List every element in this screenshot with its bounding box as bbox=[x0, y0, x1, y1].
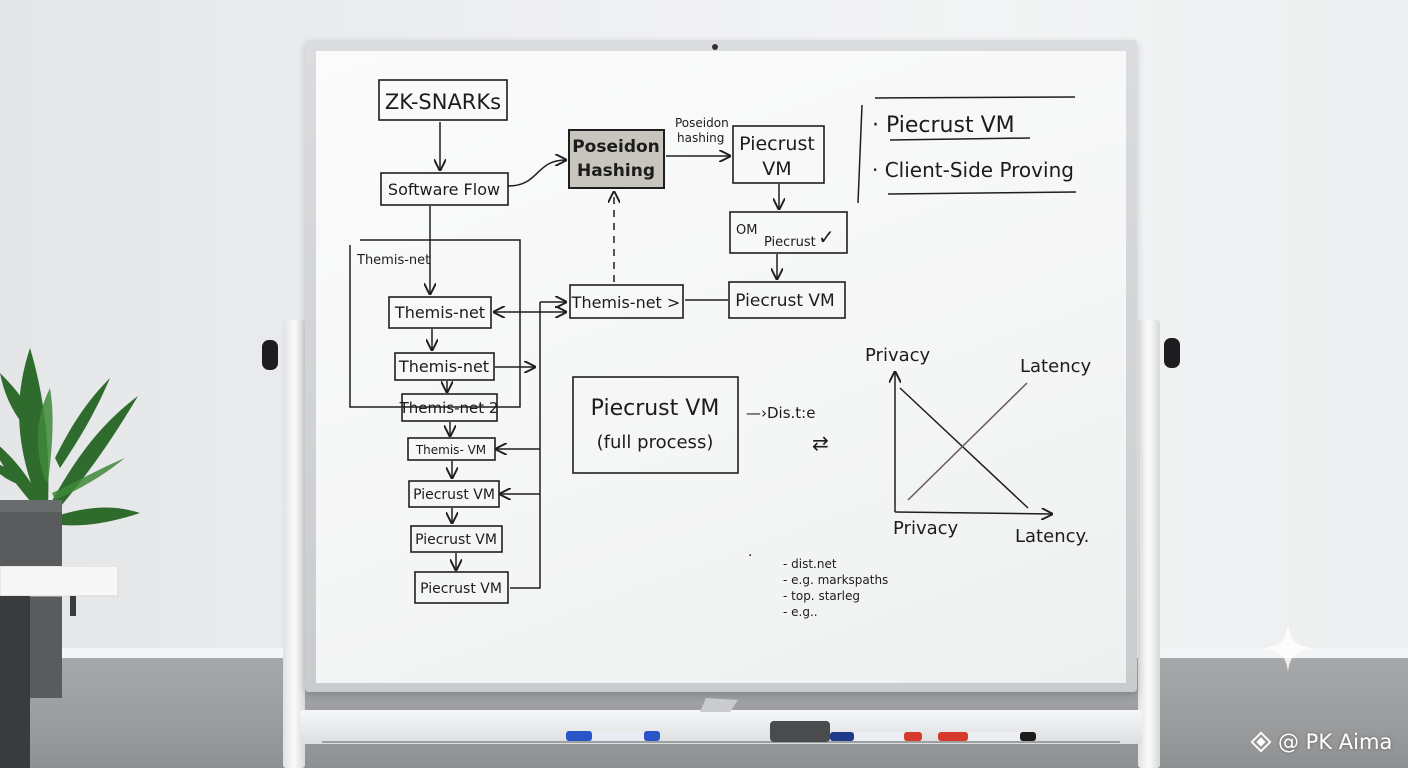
software-flow-box bbox=[380, 172, 509, 206]
watermark-text: @ PK Aima bbox=[1278, 730, 1393, 754]
themis-net-1-box bbox=[388, 296, 492, 329]
om-piecrust-box bbox=[729, 211, 848, 254]
notes-line3: - top. starleg bbox=[783, 589, 860, 603]
piecrust-vm-mid-label: Piecrust VM bbox=[735, 291, 834, 311]
themis-group-label: Themis-net bbox=[356, 253, 430, 268]
diamond-logo-icon bbox=[1250, 731, 1272, 753]
double-arrow-icon: ⇄ bbox=[812, 431, 829, 455]
feedback-bus bbox=[510, 302, 541, 589]
bullet-item-1: · Piecrust VM bbox=[872, 113, 1015, 138]
themis-vm-label: Themis- VM bbox=[415, 443, 486, 457]
graph-privacy-line bbox=[899, 387, 1029, 509]
full-process-box bbox=[572, 376, 739, 474]
themis-net-3-label: Themis-net 2 bbox=[399, 399, 499, 417]
piecrust-vm-3-box bbox=[414, 571, 509, 604]
piecrust-top-line1: Piecrust bbox=[739, 133, 815, 155]
eraser bbox=[770, 721, 830, 742]
piecrust-top-box bbox=[732, 125, 825, 184]
themis-net-mid-box bbox=[569, 284, 684, 319]
om-label: OM bbox=[736, 223, 757, 238]
sparkle-icon bbox=[1264, 624, 1312, 672]
stand-left-post bbox=[283, 320, 305, 768]
graph-x-end-label: Latency. bbox=[1015, 526, 1089, 547]
dist-note: —›Dis.t:e bbox=[746, 404, 815, 422]
graph-line-label: Latency bbox=[1020, 356, 1091, 377]
notes-line4: - e.g.. bbox=[783, 605, 818, 619]
themis-net-1-label: Themis-net bbox=[394, 303, 485, 322]
graph-y-label: Privacy bbox=[865, 345, 931, 366]
zk-snarks-box bbox=[378, 79, 508, 121]
board-pin bbox=[712, 44, 718, 50]
check-icon: ✓ bbox=[818, 225, 835, 249]
piecrust-vm-2-label: Piecrust VM bbox=[415, 532, 497, 548]
poseidon-line1: Poseidon bbox=[572, 137, 660, 157]
arrow-flow-to-poseidon bbox=[507, 160, 566, 187]
notes-line1: - dist.net bbox=[783, 557, 837, 571]
themis-net-mid-label: Themis-net > bbox=[571, 293, 681, 312]
left-knob bbox=[262, 340, 278, 370]
poseidon-hashing-box bbox=[568, 129, 665, 189]
piecrust-vm-mid-box bbox=[728, 281, 846, 319]
poseidon-note-line2: hashing bbox=[677, 131, 724, 145]
stand-right-post bbox=[1138, 320, 1160, 768]
bullets-bottom-rule bbox=[887, 191, 1077, 195]
piecrust-top-line2: VM bbox=[762, 158, 791, 180]
potted-plant bbox=[0, 348, 140, 698]
tray-clamp bbox=[700, 698, 738, 712]
piecrust-vm-3-label: Piecrust VM bbox=[420, 581, 502, 597]
bullet-item-2: · Client-Side Proving bbox=[872, 158, 1074, 182]
graph-latency-line bbox=[907, 382, 1028, 501]
themis-group-frame bbox=[349, 239, 521, 408]
blue-marker bbox=[566, 731, 660, 741]
poseidon-note-line1: Poseidon bbox=[675, 116, 729, 130]
right-knob bbox=[1164, 338, 1180, 368]
themis-net-2-box bbox=[394, 352, 495, 381]
piecrust-vm-2-box bbox=[410, 525, 503, 553]
navy-marker bbox=[830, 732, 922, 741]
bullets-bracket bbox=[857, 104, 863, 204]
bullet1-underline bbox=[889, 137, 1031, 141]
zk-snarks-label: ZK-SNARKs bbox=[385, 90, 501, 114]
poseidon-line2: Hashing bbox=[577, 161, 655, 181]
full-process-line1: Piecrust VM bbox=[591, 396, 720, 421]
notes-dot: · bbox=[748, 548, 752, 564]
red-black-marker bbox=[938, 732, 1036, 741]
full-process-line2: (full process) bbox=[597, 432, 714, 453]
piecrust-vm-1-label: Piecrust VM bbox=[413, 487, 495, 503]
notes-line2: - e.g. markspaths bbox=[783, 573, 888, 587]
om-piecrust-label: Piecrust bbox=[764, 235, 816, 250]
graph-x-origin-label: Privacy bbox=[893, 518, 959, 539]
desk bbox=[0, 566, 119, 768]
bullets-top-rule bbox=[874, 96, 1076, 99]
software-flow-label: Software Flow bbox=[388, 180, 500, 199]
watermark: @ PK Aima bbox=[1250, 726, 1400, 758]
themis-net-2-label: Themis-net bbox=[398, 357, 489, 376]
themis-net-3-box bbox=[401, 393, 498, 422]
graph-x-axis bbox=[894, 512, 1052, 514]
